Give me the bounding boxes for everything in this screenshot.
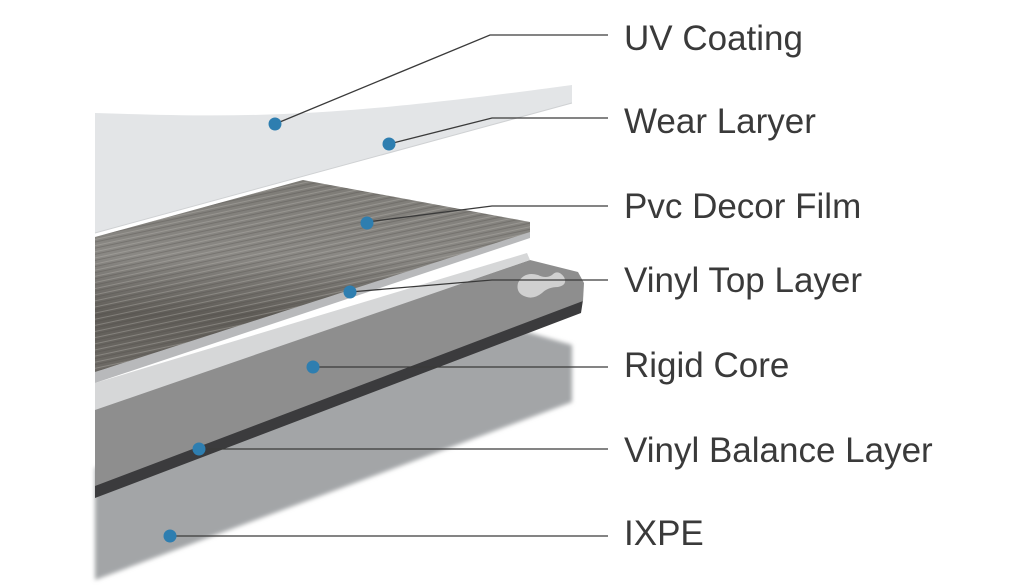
leader-vinyl-top-layer	[349, 279, 608, 293]
marker-ixpe	[163, 529, 177, 543]
leader-uv-coating	[274, 34, 608, 125]
label-ixpe: IXPE	[624, 514, 704, 553]
rigid-core-layer	[95, 260, 584, 486]
label-uv-coating: UV Coating	[624, 19, 803, 58]
marker-vinyl-balance-layer	[192, 442, 206, 456]
marker-vinyl-top-layer	[343, 285, 357, 299]
label-rigid-core: Rigid Core	[624, 346, 790, 385]
marker-rigid-core	[306, 360, 320, 374]
wear-layer-edge	[94, 102, 573, 234]
label-vinyl-balance-layer: Vinyl Balance Layer	[624, 431, 933, 470]
click-profile	[517, 272, 566, 298]
wear-layer	[95, 85, 572, 233]
marker-uv-coating	[268, 117, 282, 131]
label-wear-layer: Wear Laryer	[624, 102, 816, 141]
vinyl-top-layer	[95, 230, 530, 383]
leader-pvc-decor-film	[366, 205, 608, 223]
markers	[163, 117, 396, 543]
rigid-core-top	[95, 253, 530, 410]
label-vinyl-top-layer: Vinyl Top Layer	[624, 261, 863, 300]
leader-lines	[170, 34, 608, 537]
ixpe-layer	[95, 330, 572, 580]
leader-wear-layer	[388, 117, 608, 145]
pvc-decor-film-grain	[95, 180, 530, 372]
label-pvc-decor-film: Pvc Decor Film	[624, 187, 862, 226]
marker-pvc-decor-film	[360, 216, 374, 230]
marker-wear-layer	[382, 137, 396, 151]
